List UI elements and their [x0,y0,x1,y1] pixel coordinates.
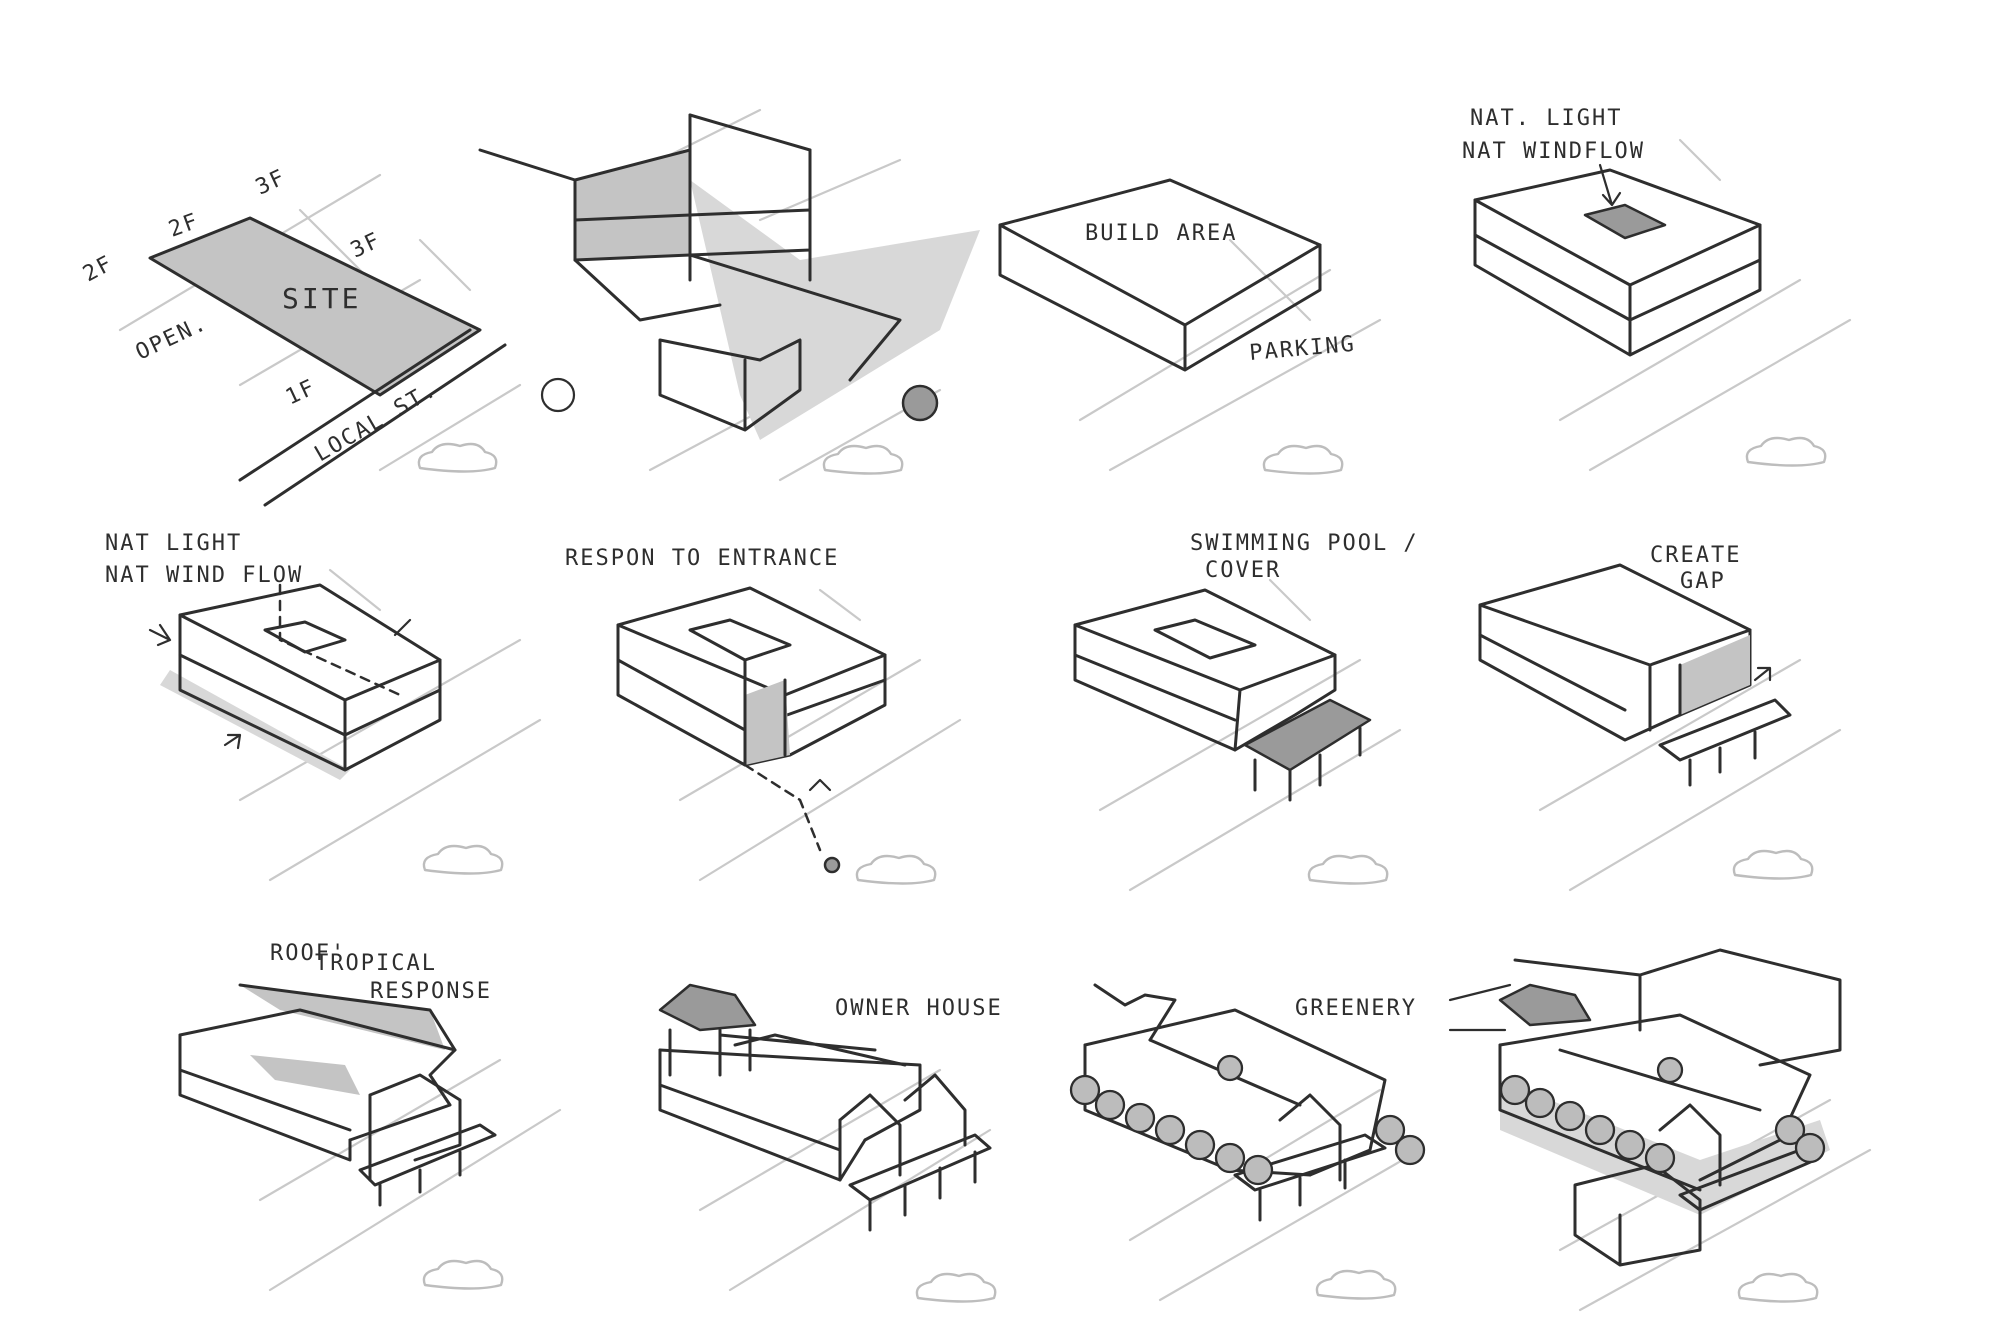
panel-tropical-roof: ROOF' TROPICAL RESPONSE [178,941,562,1292]
cloud-icon [1262,444,1344,475]
label-2f-left: 2F [79,251,118,287]
panel-greenery: GREENERY [1069,983,1426,1302]
panel-build-area: BUILD AREA PARKING [998,178,1382,475]
panel-entrance: RESPON TO ENTRANCE [565,546,962,885]
nat-light-label: NAT. LIGHT [1470,106,1622,131]
person-icon [540,377,576,413]
cloud-icon [1745,436,1827,467]
tropical-label: TROPICAL [315,951,437,976]
greenery-label: GREENERY [1295,996,1417,1021]
cloud-icon [1732,849,1814,880]
cloud-icon [855,854,937,885]
owner-house-label: OWNER HOUSE [835,996,1003,1021]
panel-owner-house: OWNER HOUSE [658,983,1003,1303]
nat-windflow-label: NAT WINDFLOW [1462,139,1645,164]
site-label: SITE [282,282,361,315]
tree-row [1499,1056,1826,1174]
panel-context [478,108,980,482]
ground-grid [1538,658,1842,892]
cloud-icon [1315,1269,1397,1300]
cloud-icon [422,844,504,875]
label-3f-right: 3F [347,228,385,264]
roof-plane [1498,983,1592,1027]
roof-label: ROOF' [270,941,346,966]
panel-pool: SWIMMING POOL / COVER [1073,531,1419,892]
panel-gap: CREATE GAP [1478,543,1842,892]
label-open: OPEN. [132,311,212,366]
entrance-recess [745,680,790,765]
cloud-icon [422,1259,504,1290]
gap-label: GAP [1680,569,1726,594]
cloud-icon [915,1272,997,1303]
person-icon [901,384,939,422]
label-1f: 1F [282,375,320,411]
nat-light-label: NAT LIGHT [105,531,242,556]
cloud-icon [1737,1272,1819,1303]
ground-grid [1078,238,1382,472]
pool-label: SWIMMING POOL / [1190,531,1419,556]
pool-deck [1243,698,1372,772]
cloud-icon [1307,854,1389,885]
label-3f-top: 3F [252,165,290,201]
panel-nat-light-2: NAT LIGHT NAT WIND FLOW [105,531,542,882]
response-label: RESPONSE [370,979,492,1004]
create-label: CREATE [1650,543,1741,568]
build-area-label: BUILD AREA [1085,221,1237,246]
shadow-area [690,180,980,440]
roof-plane [250,1055,360,1095]
ground-grid [1098,578,1402,892]
ground-grid [258,1058,562,1292]
cloud-icon [417,442,498,473]
ground-grid [1558,138,1852,472]
cloud-icon [822,444,904,475]
panel-site: SITE 2F 2F 3F 3F OPEN. 1F LOCAL ST. [79,165,522,507]
cover-label: COVER [1205,558,1281,583]
panel-nat-light-1: NAT. LIGHT NAT WINDFLOW [1462,106,1852,472]
courtyard-void [1583,203,1667,240]
ground-grid [698,1068,992,1292]
entrance-label: RESPON TO ENTRANCE [565,546,839,571]
ground-grid [678,588,962,882]
person-icon [823,856,841,874]
tree-row [1069,1054,1426,1186]
owner-house-roof [658,983,757,1032]
gap-void [1680,635,1750,715]
ground-grid [238,568,542,882]
nat-wind-flow-label: NAT WIND FLOW [105,563,303,588]
parking-label: PARKING [1248,332,1356,366]
panel-final-composite [1448,948,1872,1312]
site-plot [150,218,480,395]
